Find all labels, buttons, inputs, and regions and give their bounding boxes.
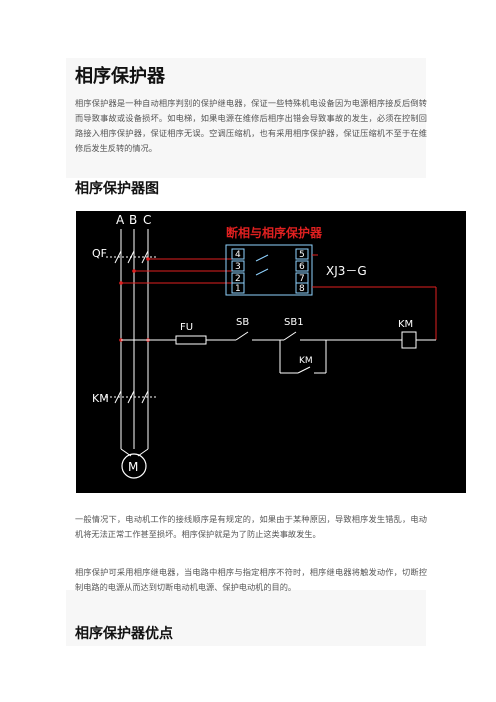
footer-band	[66, 590, 426, 646]
module-terminals	[231, 248, 309, 294]
km-aux-label: KM	[299, 356, 313, 366]
motor-label: M	[128, 460, 138, 474]
terminal-5: 5	[299, 250, 305, 260]
module-label: XJ3－G	[326, 264, 367, 278]
terminal-6: 6	[299, 262, 305, 272]
section-title-advantages: 相序保护器优点	[75, 626, 173, 642]
terminal-1: 1	[235, 284, 241, 294]
module-feed-lines	[121, 258, 236, 284]
terminal-7: 7	[299, 274, 305, 284]
intro-paragraph: 相序保护器是一种自动相序判别的保护继电器，保证一些特殊机电设备因为电源相序接反后…	[75, 98, 427, 153]
terminal-4: 4	[235, 250, 241, 260]
paragraph-three: 相序保护可采用相序继电器，当电路中相序与指定相序不符时，相序继电器将触发动作，切…	[75, 567, 427, 592]
sb-label: SB	[236, 317, 249, 328]
phase-a-label: A	[116, 213, 125, 227]
sb1-label: SB1	[284, 317, 304, 328]
terminal-3: 3	[235, 262, 241, 272]
page-title: 相序保护器	[75, 66, 165, 87]
fu-label: FU	[180, 322, 193, 333]
phase-b-label: B	[129, 213, 137, 227]
diagram-title: 断相与相序保护器	[226, 225, 323, 240]
circuit-diagram: 断相与相序保护器 A B C QF KM	[76, 211, 466, 493]
module-output-lines	[312, 254, 437, 340]
terminal-8: 8	[299, 284, 305, 294]
km-main-label: KM	[92, 392, 109, 405]
control-lines	[121, 331, 436, 374]
section-title-diagram: 相序保护器图	[75, 181, 159, 197]
qf-label: QF	[92, 247, 107, 260]
phase-lines	[106, 229, 156, 457]
motor-icon	[121, 453, 147, 479]
terminal-2: 2	[235, 274, 241, 284]
km-coil-label: KM	[398, 319, 413, 330]
module-box	[225, 244, 313, 296]
header-band	[66, 58, 426, 178]
phase-c-label: C	[143, 213, 151, 227]
circuit-svg: 断相与相序保护器 A B C QF KM	[92, 213, 437, 479]
paragraph-two: 一般情况下，电动机工作的接线顺序是有规定的，如果由于某种原因，导致相序发生错乱，…	[75, 514, 427, 539]
